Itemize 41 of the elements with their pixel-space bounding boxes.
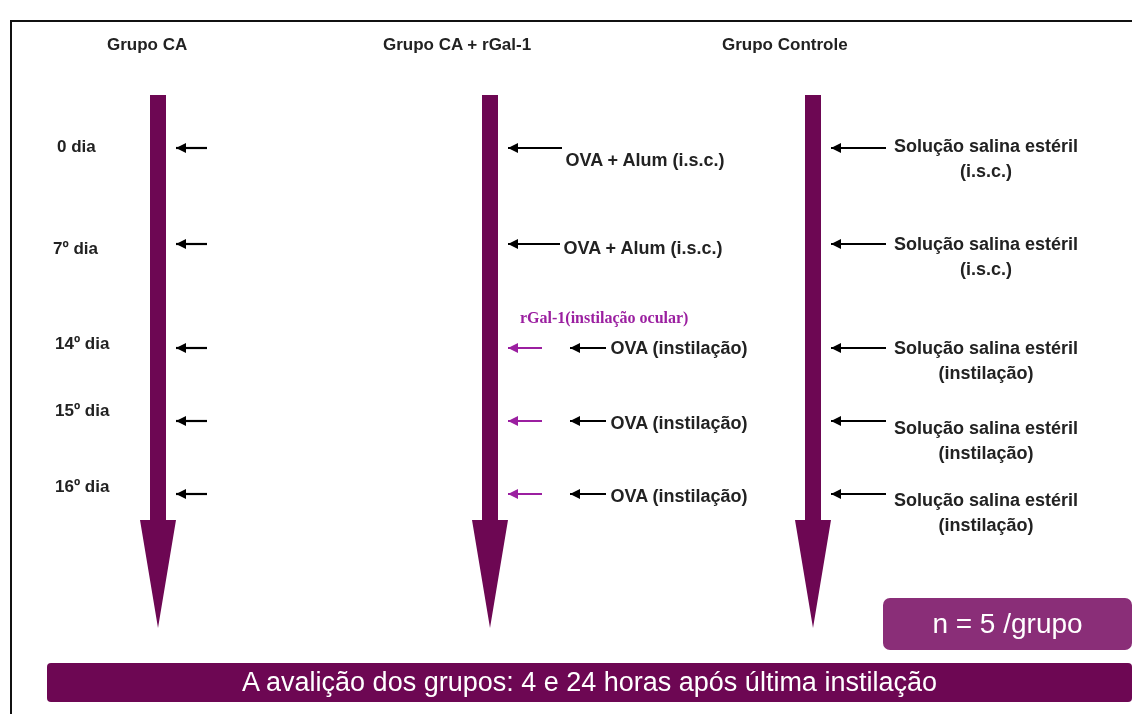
group-heading: Grupo CA	[107, 35, 188, 55]
arrow	[176, 343, 207, 353]
step-text: OVA (instilação)	[606, 336, 752, 386]
step-text: OVA (instilação)	[606, 411, 752, 461]
arrow	[176, 416, 207, 426]
timeline-arrow	[472, 95, 508, 628]
day-label: 16º dia	[55, 477, 110, 497]
arrow	[831, 239, 886, 249]
arrow	[508, 239, 560, 249]
step-text: Solução salina estéril (instilação)	[886, 488, 1086, 538]
step-text: Solução salina estéril (i.s.c.)	[886, 232, 1086, 282]
arrow	[508, 489, 542, 499]
group-size-box: n = 5 /grupo	[883, 598, 1132, 650]
arrow	[508, 416, 542, 426]
arrow	[508, 143, 562, 153]
group-heading: Grupo CA + rGal-1	[383, 35, 532, 55]
step-text: OVA + Alum (i.s.c.)	[562, 148, 728, 198]
evaluation-banner: A avalição dos grupos: 4 e 24 horas após última instilação	[47, 663, 1132, 702]
group-heading: Grupo Controle	[722, 35, 848, 55]
arrow	[570, 416, 606, 426]
arrow	[570, 343, 606, 353]
arrow	[508, 343, 542, 353]
arrow	[570, 489, 606, 499]
arrow	[831, 343, 886, 353]
day-label: 15º dia	[55, 401, 110, 421]
arrow	[176, 143, 207, 153]
day-label: 0 dia	[57, 137, 96, 157]
timeline-arrow	[795, 95, 831, 628]
step-text: OVA + Alum (i.s.c.)	[560, 236, 726, 286]
arrow	[831, 416, 886, 426]
arrow	[831, 489, 886, 499]
step-text: Solução salina estéril (instilação)	[886, 336, 1086, 386]
arrow	[176, 239, 207, 249]
arrow	[831, 143, 886, 153]
day-label: 14º dia	[55, 334, 110, 354]
step-text: OVA (instilação)	[606, 484, 752, 534]
timeline-arrow	[140, 95, 176, 628]
arrow	[176, 489, 207, 499]
step-text: Solução salina estéril (instilação)	[886, 416, 1086, 466]
day-label: 7º dia	[53, 239, 98, 259]
step-text: Solução salina estéril (i.s.c.)	[886, 134, 1086, 184]
